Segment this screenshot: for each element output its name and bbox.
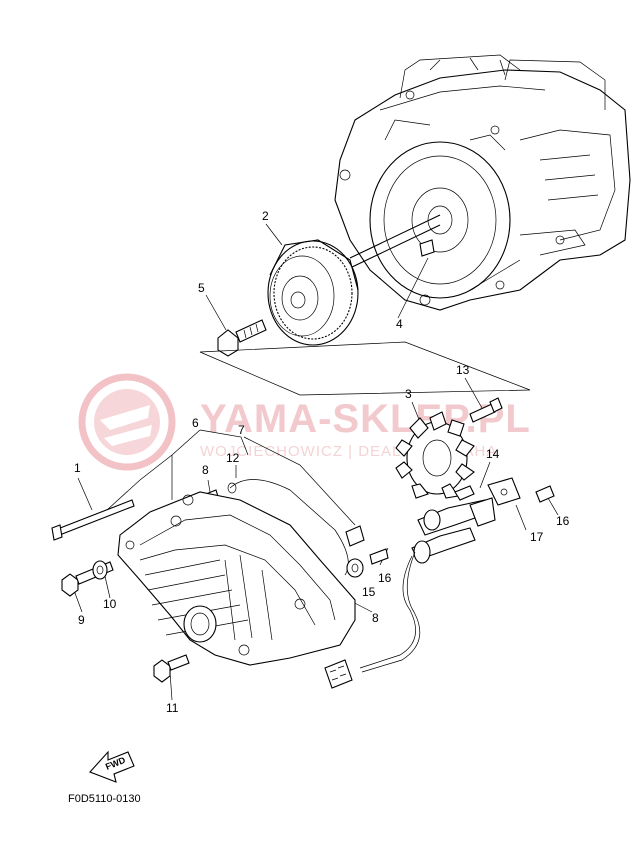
callout-7: 7 bbox=[238, 423, 245, 437]
callout-6: 6 bbox=[192, 416, 199, 430]
callout-16-right: 16 bbox=[556, 514, 570, 528]
callout-labels: 1 2 3 4 5 6 7 8 8 9 10 11 12 13 14 15 16… bbox=[74, 209, 570, 715]
callout-2: 2 bbox=[262, 209, 269, 223]
callout-1: 1 bbox=[74, 461, 81, 475]
callout-14: 14 bbox=[486, 447, 500, 461]
callout-17: 17 bbox=[530, 530, 544, 544]
bracket bbox=[487, 477, 521, 506]
washer-15 bbox=[346, 558, 364, 578]
callout-16-left: 16 bbox=[378, 571, 392, 585]
pulser-coil bbox=[417, 485, 496, 536]
fwd-arrow-icon: FWD bbox=[89, 750, 135, 783]
cable-tie bbox=[51, 499, 135, 541]
woodruff-key bbox=[419, 239, 435, 257]
callout-12: 12 bbox=[226, 451, 240, 465]
leader-lines bbox=[71, 223, 559, 701]
callout-10: 10 bbox=[103, 597, 117, 611]
callout-5: 5 bbox=[198, 281, 205, 295]
engine-block bbox=[334, 54, 631, 311]
stator-bolt bbox=[469, 397, 503, 423]
flywheel bbox=[267, 239, 359, 346]
callout-9: 9 bbox=[78, 613, 85, 627]
bolts-16 bbox=[369, 485, 555, 565]
washer-10 bbox=[92, 560, 108, 580]
pickup-assembly bbox=[324, 527, 476, 689]
flywheel-cover bbox=[117, 491, 356, 666]
callout-15: 15 bbox=[362, 585, 376, 599]
bolt-11 bbox=[153, 654, 190, 683]
callout-8-lower: 8 bbox=[372, 611, 379, 625]
callout-3: 3 bbox=[405, 387, 412, 401]
stator bbox=[395, 411, 475, 499]
drawing-code: F0D5110-0130 bbox=[68, 793, 141, 805]
callout-8-upper: 8 bbox=[202, 463, 209, 477]
callout-4: 4 bbox=[396, 317, 403, 331]
watermark-logo-icon bbox=[78, 373, 176, 471]
watermark-title: YAMA-SKLEP.PL bbox=[200, 397, 531, 441]
callout-11: 11 bbox=[166, 701, 179, 715]
callout-13: 13 bbox=[456, 363, 470, 377]
